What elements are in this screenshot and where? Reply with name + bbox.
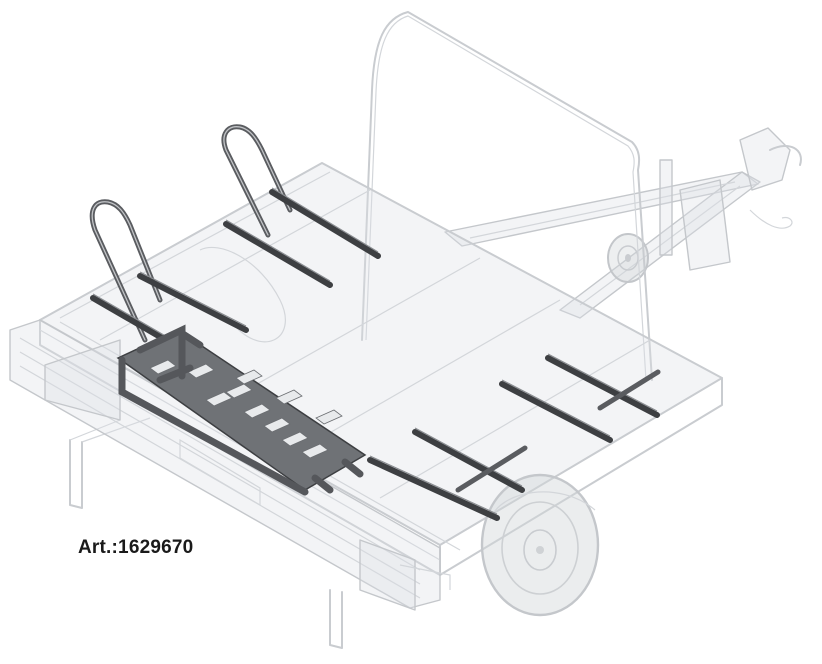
drawbar — [444, 127, 802, 319]
bike-rails-front — [367, 353, 661, 521]
support-legs — [69, 417, 343, 649]
front-hoop — [361, 11, 653, 381]
bike-holder-hoop-left — [89, 199, 163, 343]
loading-ramp — [116, 324, 367, 496]
side-rail — [9, 319, 451, 611]
article-number-label: Art.:1629670 — [78, 537, 194, 558]
bike-holder-hoop-rear — [221, 124, 293, 238]
road-wheel — [480, 473, 600, 617]
bike-rails-rear — [90, 187, 381, 363]
